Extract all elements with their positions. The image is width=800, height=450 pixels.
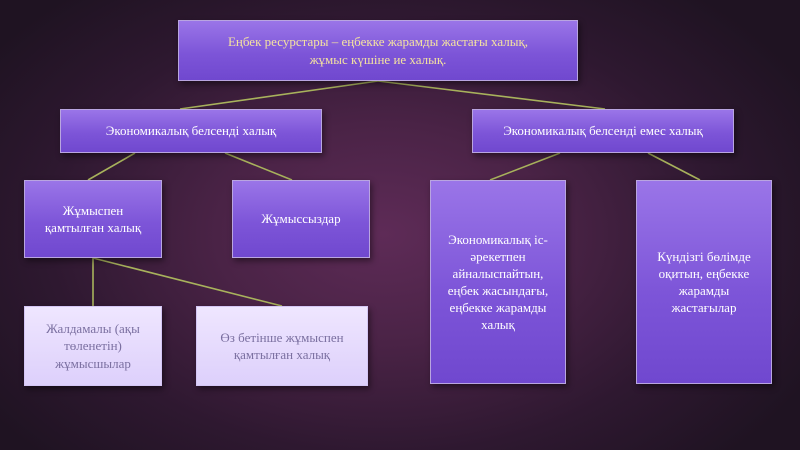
connector-active-employed <box>87 152 136 181</box>
connector-inactive-notworking <box>489 152 561 181</box>
not-working-line-6: халық <box>481 317 515 333</box>
inactive-population-label: Экономикалық белсенді емес халық <box>503 123 703 139</box>
not-working-line-1: Экономикалық іс- <box>448 231 548 247</box>
self-employed-box: Өз бетінше жұмыспен қамтылған халық <box>196 306 368 386</box>
employed-line-1: Жұмыспен <box>62 202 124 218</box>
unemployed-label: Жұмыссыздар <box>261 211 341 227</box>
wage-workers-line-2: төленетін) <box>64 338 122 354</box>
not-working-line-5: еңбекке жарамды <box>449 300 547 316</box>
not-working-line-4: еңбек жасындағы, <box>447 283 549 298</box>
active-population-box: Экономикалық белсенді халық <box>60 109 322 153</box>
students-box: Күндізгі бөлімде оқитын, еңбекке жарамды… <box>636 180 772 384</box>
connector-inactive-students <box>647 152 701 181</box>
employed-box: Жұмыспен қамтылған халық <box>24 180 162 258</box>
root-box: Еңбек ресурстары – еңбекке жарамды жаста… <box>178 20 578 81</box>
not-working-box: Экономикалық іс- әрекетпен айналыспайтын… <box>430 180 566 384</box>
wage-workers-line-1: Жалдамалы (ақы <box>46 321 140 337</box>
students-line-1: Күндізгі бөлімде <box>657 248 751 264</box>
self-employed-line-1: Өз бетінше жұмыспен <box>220 329 344 345</box>
students-line-3: жарамды <box>678 283 730 298</box>
connector-employed-self <box>92 257 283 307</box>
connector-active-unemployed <box>224 152 293 181</box>
active-population-label: Экономикалық белсенді халық <box>105 123 277 139</box>
unemployed-box: Жұмыссыздар <box>232 180 370 258</box>
root-line-2: жұмыс күшіне ие халық. <box>309 51 447 67</box>
inactive-population-box: Экономикалық белсенді емес халық <box>472 109 734 153</box>
students-line-2: оқитын, еңбекке <box>658 265 750 281</box>
not-working-line-2: әрекетпен <box>470 248 526 264</box>
root-line-1: Еңбек ресурстары – еңбекке жарамды жаста… <box>227 34 529 50</box>
connector-root-inactive <box>377 80 606 110</box>
self-employed-line-2: қамтылған халық <box>233 347 331 362</box>
wage-workers-line-3: жұмысшылар <box>55 355 131 371</box>
students-line-4: жастағылар <box>671 300 737 316</box>
not-working-line-3: айналыспайтын, <box>452 265 544 281</box>
wage-workers-box: Жалдамалы (ақы төленетін) жұмысшылар <box>24 306 162 386</box>
employed-line-2: қамтылған халық <box>44 220 142 235</box>
connector-root-active <box>179 80 379 110</box>
